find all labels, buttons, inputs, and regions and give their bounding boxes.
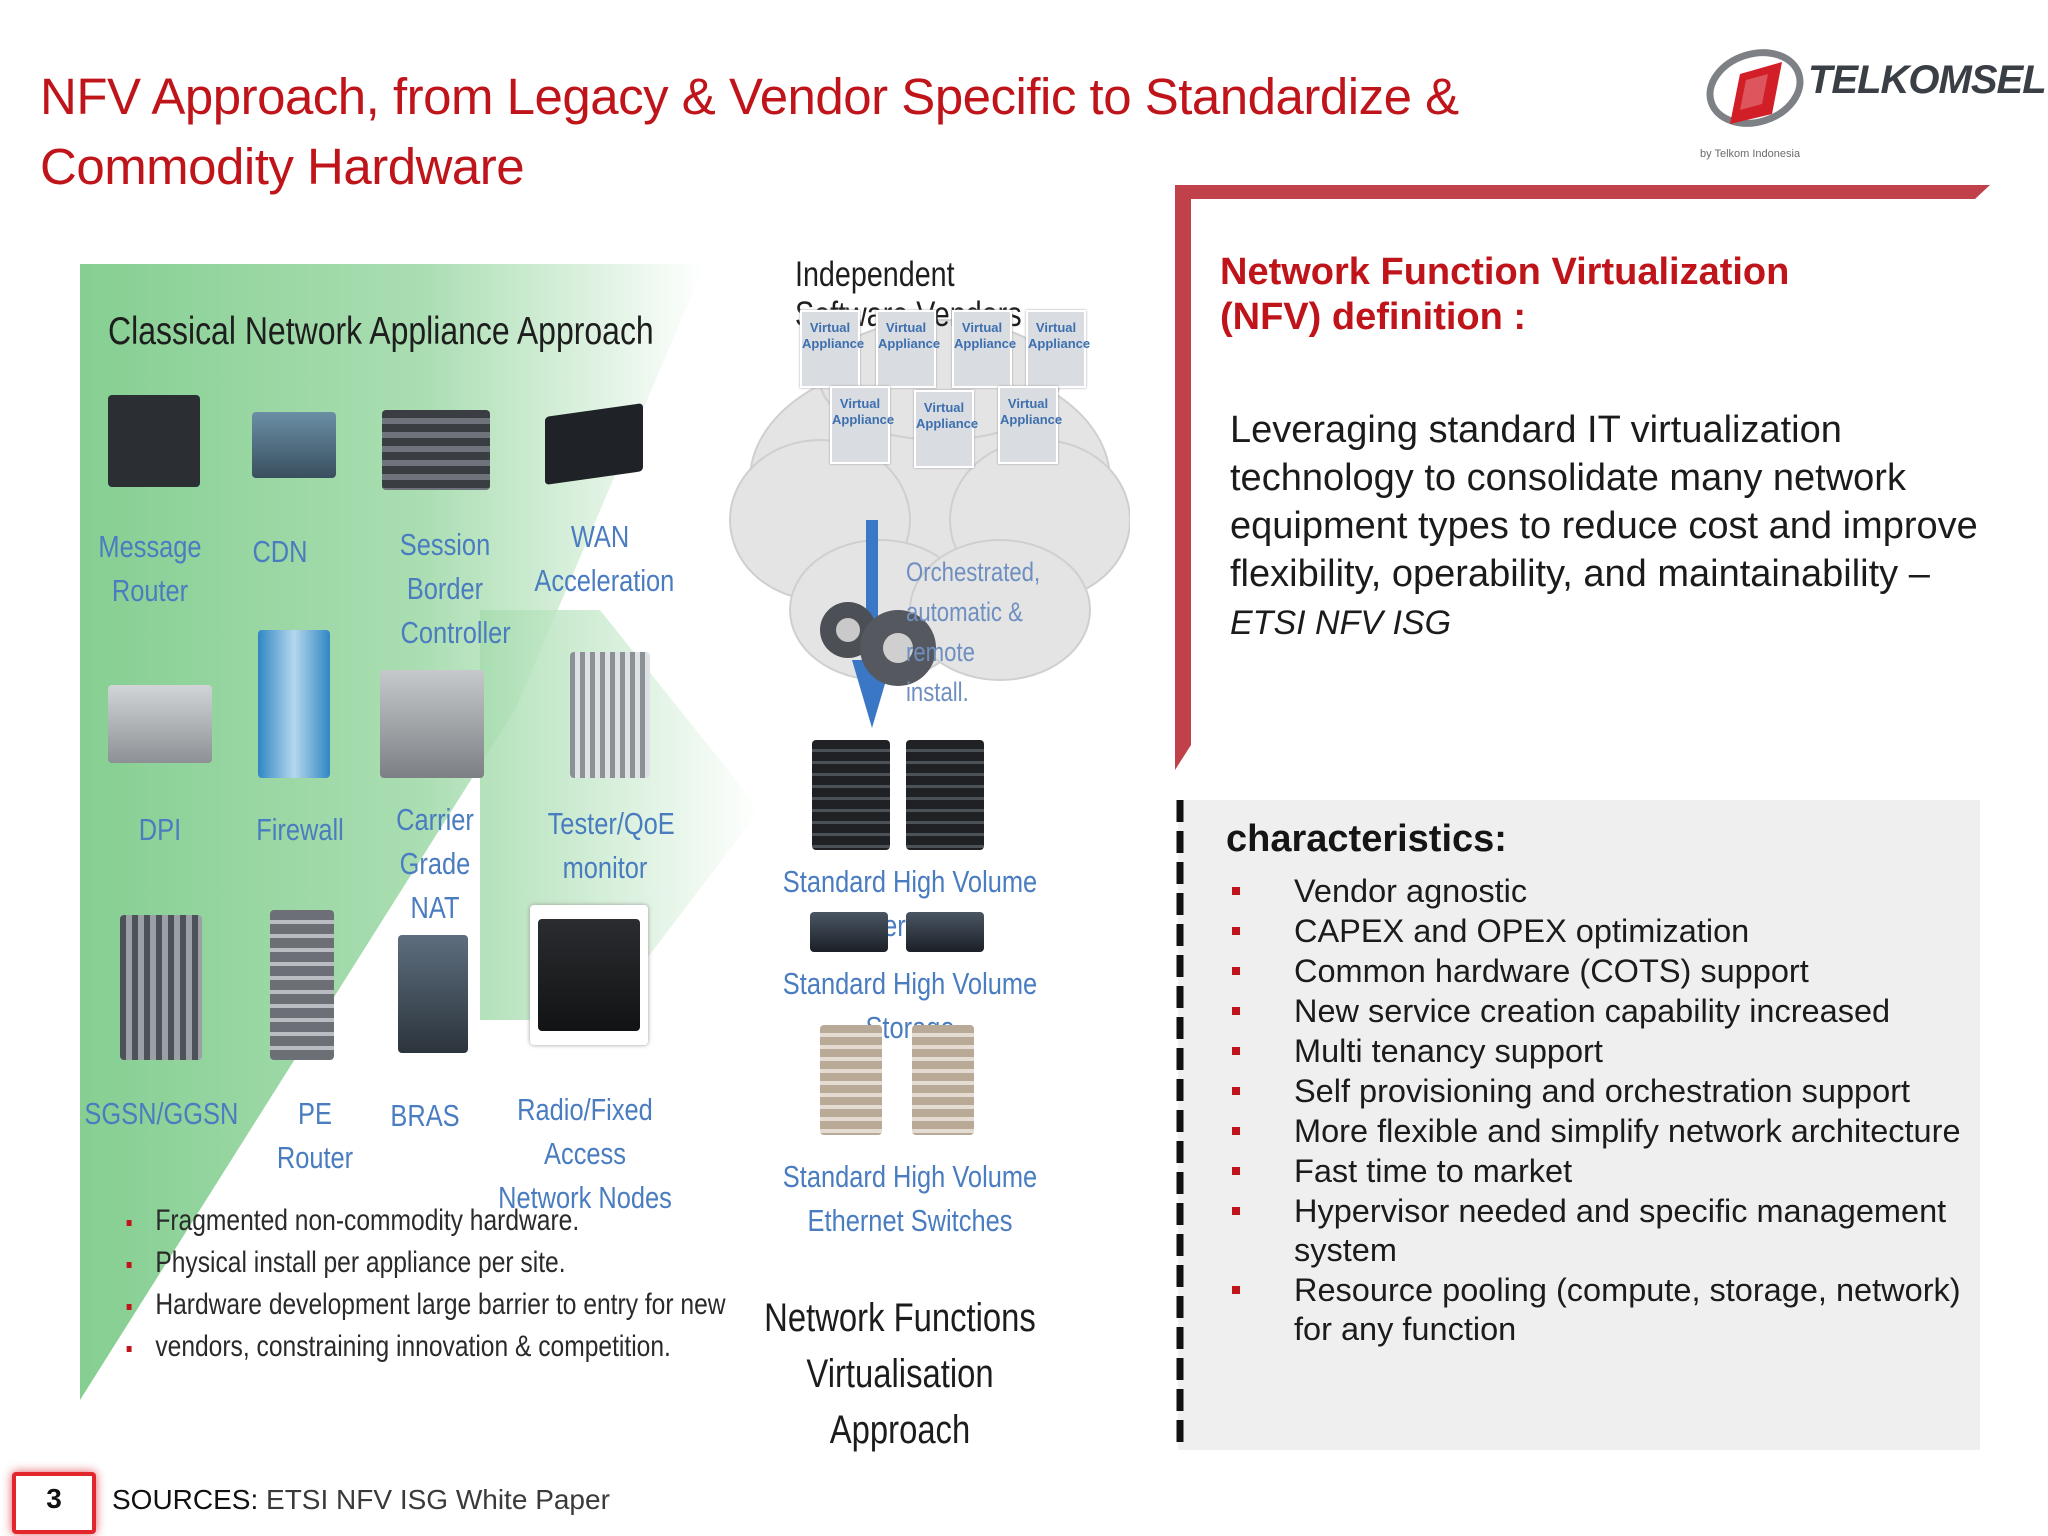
characteristic-item: Multi tenancy support	[1226, 1032, 2006, 1071]
definition-title: Network Function Virtualization (NFV) de…	[1220, 251, 1790, 338]
firewall-device-icon	[258, 630, 330, 778]
nfv-approach-heading: Network Functions Virtualisation Approac…	[764, 1296, 1036, 1452]
telkomsel-emblem-icon	[1706, 49, 1804, 127]
characteristic-item: Hypervisor needed and specific managemen…	[1226, 1192, 2006, 1270]
wan-acceleration-device-icon	[545, 403, 643, 485]
label-bras: BRAS	[390, 1098, 460, 1133]
characteristic-item: CAPEX and OPEX optimization	[1226, 912, 2006, 951]
drawback-item-continued: vendors, constraining innovation & compe…	[125, 1326, 671, 1368]
storage-array-icon	[906, 912, 984, 952]
session-border-device-icon	[382, 410, 490, 490]
characteristics-dashed-border	[1176, 800, 1184, 1450]
definition-source: ETSI NFV ISG	[1230, 604, 1452, 642]
characteristic-item: New service creation capability increase…	[1226, 992, 2006, 1031]
drawback-item: Hardware development large barrier to en…	[125, 1284, 726, 1326]
characteristic-item: More flexible and simplify network archi…	[1226, 1112, 2006, 1151]
telkomsel-logo: TELKOMSEL by Telkom Indonesia	[1700, 28, 2047, 178]
slide-title-line2: Commodity Hardware	[40, 138, 525, 195]
bras-device-icon	[398, 935, 468, 1053]
label-dpi: DPI	[138, 812, 182, 847]
classical-drawbacks-list: Fragmented non-commodity hardware. Physi…	[125, 1200, 726, 1368]
ethernet-switch-icon	[820, 1025, 882, 1135]
page-number: 3	[46, 1483, 62, 1514]
tester-device-icon	[570, 652, 650, 778]
characteristics-panel	[1178, 800, 1980, 1450]
logo-subtitle: by Telkom Indonesia	[1700, 148, 1801, 160]
characteristic-item: Self provisioning and orchestration supp…	[1226, 1072, 2006, 1111]
label-cdn: CDN	[252, 534, 308, 569]
definition-text: Leveraging standard IT virtualization te…	[1230, 409, 1978, 642]
server-rack-icon	[906, 740, 984, 850]
drawback-item: Fragmented non-commodity hardware.	[125, 1200, 617, 1242]
switches-label: Standard High Volume Ethernet Switches	[782, 1159, 1038, 1238]
dpi-device-icon	[108, 685, 212, 763]
orchestration-note: Orchestrated, automatic & remote install…	[906, 557, 1041, 707]
nfv-figure: Classical Network Appliance Approach Mes…	[80, 190, 1130, 1452]
slide-title: NFV Approach, from Legacy & Vendor Speci…	[40, 62, 1600, 202]
drawback-item: Physical install per appliance per site.	[125, 1242, 617, 1284]
cdn-device-icon	[252, 412, 336, 478]
radio-access-device-icon	[530, 905, 648, 1045]
label-firewall: Firewall	[256, 812, 344, 847]
carrier-nat-device-icon	[380, 670, 484, 778]
storage-array-icon	[810, 912, 888, 952]
label-pe-router: PE Router	[276, 1096, 354, 1175]
logo-wordmark: TELKOMSEL	[1808, 58, 2047, 102]
ethernet-switch-icon	[912, 1025, 974, 1135]
label-sgsn-ggsn: SGSN/GGSN	[84, 1096, 239, 1131]
storage-label: Standard High Volume Storage	[782, 966, 1038, 1045]
characteristic-item: Common hardware (COTS) support	[1226, 952, 2006, 991]
server-rack-icon	[812, 740, 890, 850]
sgsn-ggsn-device-icon	[120, 915, 202, 1060]
sources-footnote: SOURCES: ETSI NFV ISG White Paper	[112, 1484, 610, 1515]
figure-background	[80, 264, 1130, 1400]
characteristic-item: Vendor agnostic	[1226, 872, 2006, 911]
characteristic-item: Resource pooling (compute, storage, netw…	[1226, 1271, 2006, 1349]
message-router-device-icon	[108, 395, 200, 487]
characteristics-title: characteristics:	[1226, 818, 1507, 860]
pe-router-device-icon	[270, 910, 334, 1060]
classical-heading: Classical Network Appliance Approach	[108, 310, 654, 353]
slide-title-line1: NFV Approach, from Legacy & Vendor Speci…	[40, 68, 1459, 125]
characteristic-item: Fast time to market	[1226, 1152, 2006, 1191]
page-number-badge: 3	[0, 1462, 100, 1536]
